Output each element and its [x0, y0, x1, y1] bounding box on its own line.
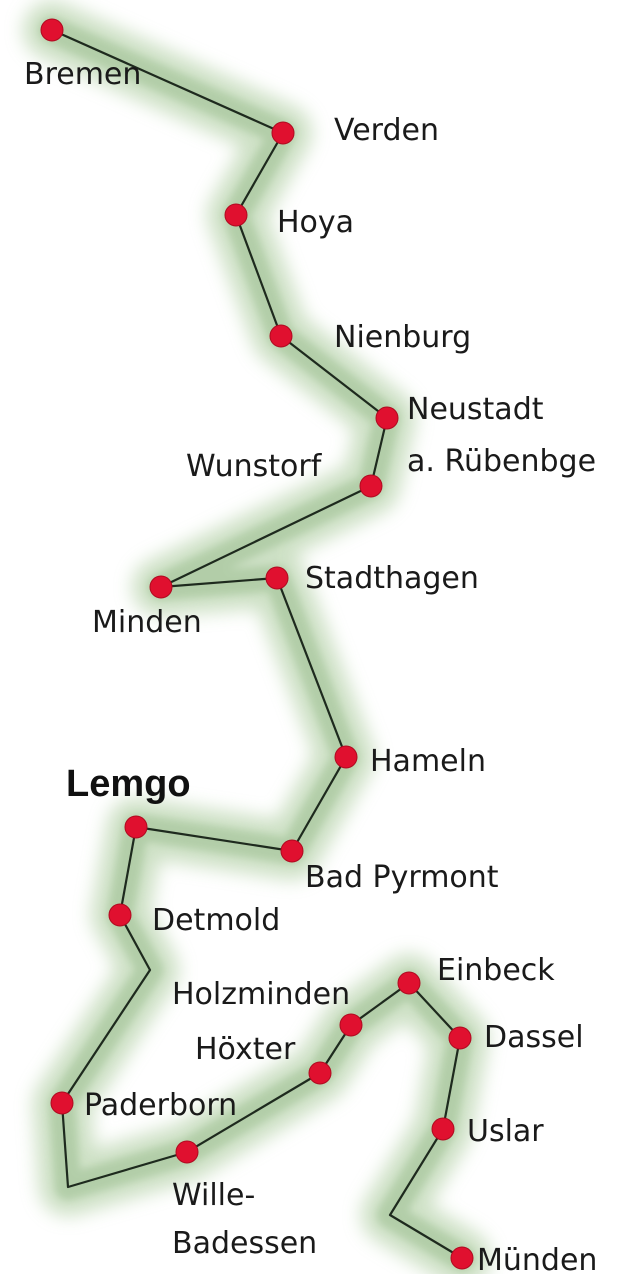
city-dot-detmold[interactable]: [108, 903, 132, 927]
city-label-einbeck: Einbeck: [437, 953, 555, 988]
city-dot-paderborn[interactable]: [50, 1091, 74, 1115]
city-label-bremen: Bremen: [24, 57, 141, 92]
city-label-wille: Wille-: [172, 1178, 255, 1213]
city-label-minden: Minden: [92, 605, 202, 640]
city-label-paderborn: Paderborn: [84, 1088, 237, 1123]
city-dot-dassel[interactable]: [448, 1026, 472, 1050]
city-label-badessen: Badessen: [172, 1226, 317, 1261]
city-label-neustadt-line2: a. Rübenbge: [407, 444, 596, 479]
city-label-bad-pyrmont: Bad Pyrmont: [305, 860, 499, 895]
city-label-uslar: Uslar: [467, 1114, 544, 1149]
city-dot-muenden[interactable]: [450, 1246, 474, 1270]
city-dot-lemgo[interactable]: [124, 815, 148, 839]
city-dot-wille-badessen[interactable]: [175, 1140, 199, 1164]
city-dot-einbeck[interactable]: [397, 971, 421, 995]
city-dot-verden[interactable]: [271, 121, 295, 145]
city-dot-uslar[interactable]: [431, 1117, 455, 1141]
city-dot-holzminden[interactable]: [339, 1013, 363, 1037]
city-markers: [40, 18, 474, 1270]
city-label-hoexter: Höxter: [195, 1032, 296, 1067]
city-dot-hoexter[interactable]: [308, 1061, 332, 1085]
city-label-neustadt: Neustadt: [407, 392, 544, 427]
city-label-holzminden: Holzminden: [172, 977, 350, 1012]
city-dot-nienburg[interactable]: [269, 324, 293, 348]
city-dot-neustadt[interactable]: [375, 406, 399, 430]
city-dot-hoya[interactable]: [224, 203, 248, 227]
city-labels: Bremen Verden Hoya Nienburg Neustadt a. …: [24, 57, 597, 1274]
city-label-lemgo: Lemgo: [66, 763, 191, 805]
city-label-verden: Verden: [334, 113, 439, 148]
city-dot-hameln[interactable]: [334, 745, 358, 769]
city-label-detmold: Detmold: [152, 903, 280, 938]
city-label-muenden: Münden: [477, 1243, 597, 1274]
city-dot-wunstorf[interactable]: [359, 474, 383, 498]
city-label-wunstorf: Wunstorf: [186, 449, 323, 484]
city-label-hoya: Hoya: [277, 205, 354, 240]
city-dot-stadthagen[interactable]: [265, 566, 289, 590]
city-label-dassel: Dassel: [484, 1020, 584, 1055]
city-label-hameln: Hameln: [370, 744, 486, 779]
city-dot-minden[interactable]: [149, 575, 173, 599]
city-dot-bremen[interactable]: [40, 18, 64, 42]
city-label-nienburg: Nienburg: [334, 320, 471, 355]
route-glow: [23, 1, 491, 1274]
city-dot-bad-pyrmont[interactable]: [280, 839, 304, 863]
city-label-stadthagen: Stadthagen: [305, 561, 479, 596]
